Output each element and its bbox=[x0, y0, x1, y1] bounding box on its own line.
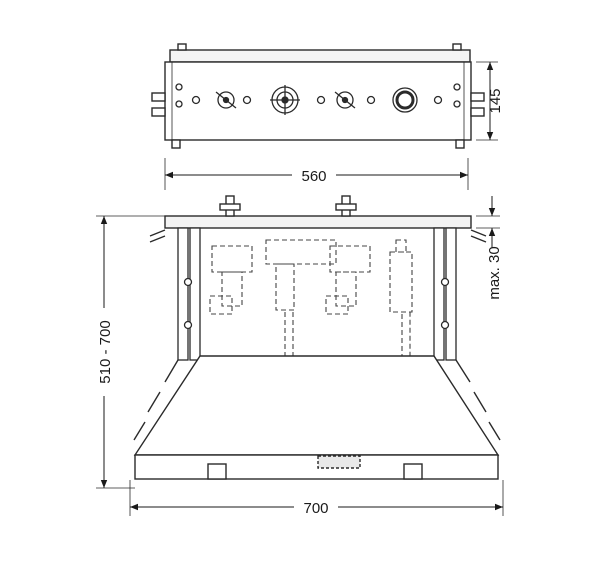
side-view-upper-plate bbox=[149, 195, 487, 243]
dimension-label-bottom-width: 700 bbox=[303, 500, 328, 517]
dimension-top-width bbox=[164, 158, 469, 190]
dimension-height-range bbox=[94, 215, 165, 489]
dimension-label-max-offset: max. 30 bbox=[486, 246, 503, 299]
dimension-bottom-width bbox=[129, 480, 504, 517]
dimension-top-height bbox=[476, 61, 498, 141]
dimension-label-height-range: 510 - 700 bbox=[97, 320, 114, 383]
dimension-max-offset bbox=[476, 196, 500, 248]
top-view-valves bbox=[175, 83, 461, 115]
top-view-plate bbox=[151, 43, 485, 149]
dimension-label-top-height: 145 bbox=[487, 88, 504, 113]
side-view-columns bbox=[177, 227, 457, 361]
dimension-label-top-width: 560 bbox=[301, 168, 326, 185]
side-view-base bbox=[133, 355, 501, 480]
